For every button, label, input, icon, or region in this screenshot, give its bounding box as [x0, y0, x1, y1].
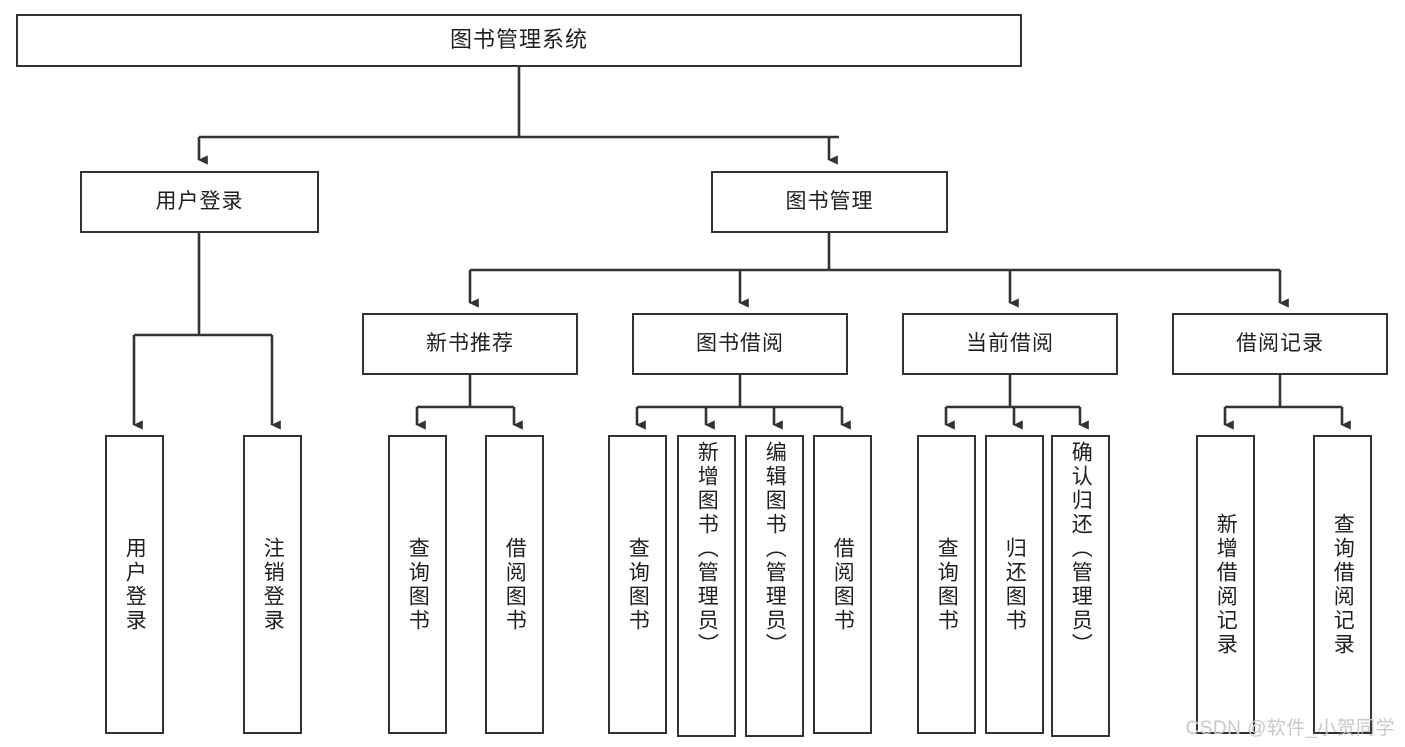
- node-label: 当前借阅: [966, 332, 1054, 356]
- node-label: 归还图书: [1003, 536, 1027, 633]
- node-label: 编辑图书（管理员）: [763, 441, 787, 657]
- node-user-login[interactable]: 用户登录: [80, 171, 319, 233]
- node-label: 确认归还（管理员）: [1069, 441, 1093, 657]
- node-label: 图书管理系统: [449, 27, 588, 53]
- node-label: 图书借阅: [696, 332, 784, 356]
- node-label: 查询图书: [935, 536, 959, 633]
- node-label: 图书管理: [785, 190, 874, 214]
- node-label: 查询图书: [626, 536, 650, 633]
- node-label: 查询借阅记录: [1331, 512, 1355, 657]
- leaf-query-borrow-record[interactable]: 查询借阅记录: [1313, 435, 1372, 734]
- node-book-borrow[interactable]: 图书借阅: [632, 313, 848, 375]
- leaf-add-borrow-record[interactable]: 新增借阅记录: [1196, 435, 1255, 734]
- node-label: 新增借阅记录: [1214, 512, 1238, 657]
- node-label: 借阅记录: [1236, 332, 1324, 356]
- node-label: 查询图书: [406, 536, 430, 633]
- leaf-confirm-return-admin[interactable]: 确认归还（管理员）: [1051, 435, 1110, 737]
- node-label: 用户登录: [123, 536, 147, 633]
- node-borrow-record[interactable]: 借阅记录: [1172, 313, 1388, 375]
- leaf-return-book[interactable]: 归还图书: [985, 435, 1044, 734]
- node-label: 用户登录: [155, 190, 244, 214]
- node-label: 新增图书（管理员）: [695, 441, 719, 657]
- leaf-logout-login[interactable]: 注销登录: [243, 435, 302, 734]
- node-label: 借阅图书: [503, 536, 527, 633]
- node-label: 借阅图书: [831, 536, 855, 633]
- node-root[interactable]: 图书管理系统: [16, 14, 1022, 67]
- leaf-user-login[interactable]: 用户登录: [105, 435, 164, 734]
- leaf-query-book-new-recommend[interactable]: 查询图书: [388, 435, 447, 734]
- leaf-add-book-admin[interactable]: 新增图书（管理员）: [677, 435, 736, 737]
- node-label: 新书推荐: [426, 332, 514, 356]
- node-current-borrow[interactable]: 当前借阅: [902, 313, 1118, 375]
- node-new-book-recommend[interactable]: 新书推荐: [362, 313, 578, 375]
- leaf-borrow-book-new-recommend[interactable]: 借阅图书: [485, 435, 544, 734]
- leaf-borrow-book-borrow[interactable]: 借阅图书: [813, 435, 872, 734]
- node-label: 注销登录: [261, 536, 285, 633]
- leaf-edit-book-admin[interactable]: 编辑图书（管理员）: [745, 435, 804, 737]
- leaf-query-book-current[interactable]: 查询图书: [917, 435, 976, 734]
- leaf-query-book-borrow[interactable]: 查询图书: [608, 435, 667, 734]
- node-book-manage[interactable]: 图书管理: [711, 171, 948, 233]
